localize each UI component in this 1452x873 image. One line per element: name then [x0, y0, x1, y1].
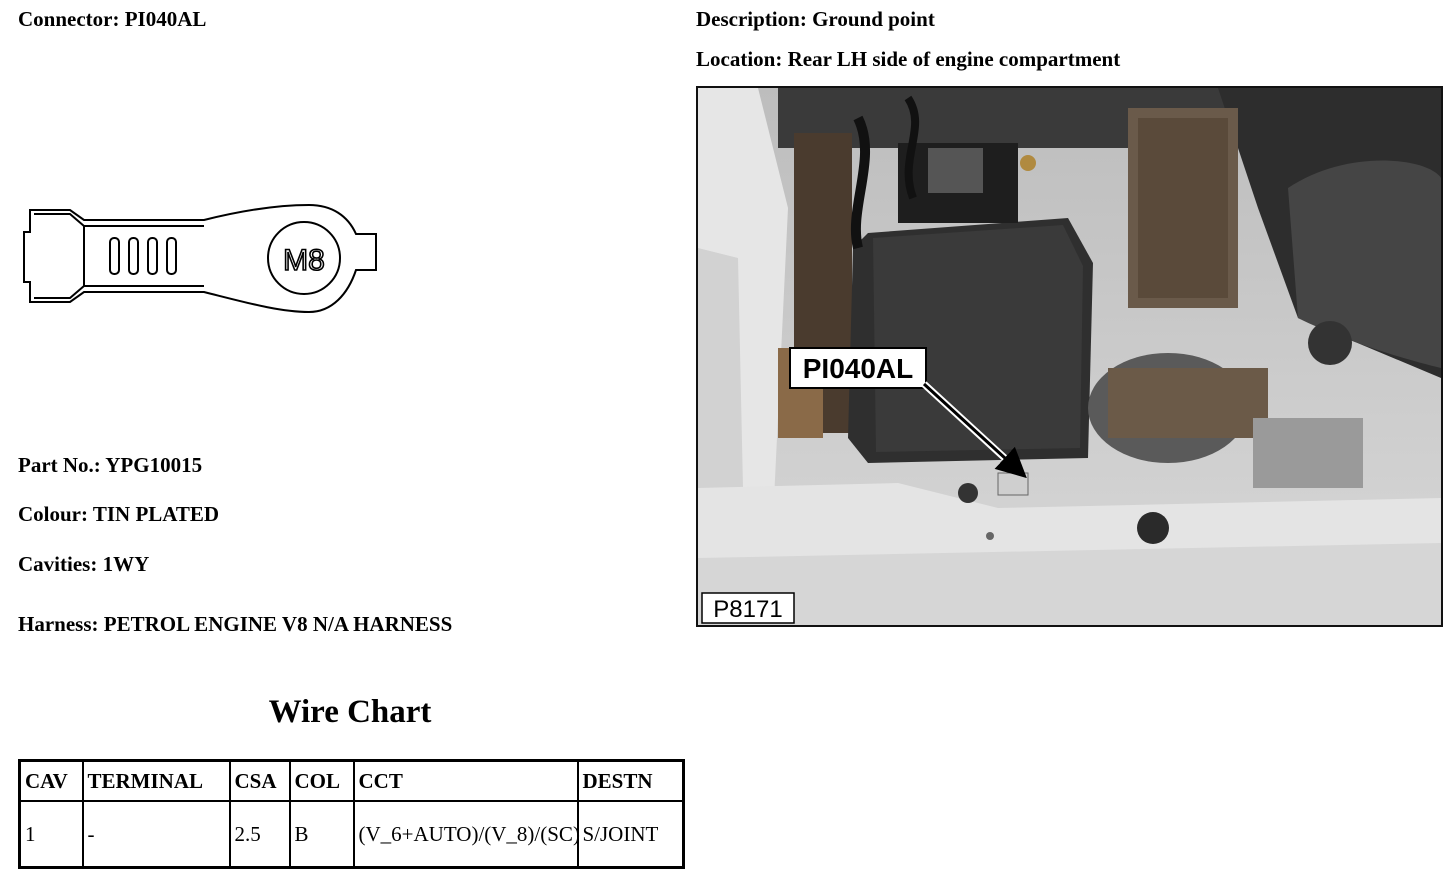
column-header-col: COL — [288, 759, 355, 802]
cell-cav: 1 — [18, 800, 84, 869]
harness-label: Harness: PETROL ENGINE V8 N/A HARNESS — [18, 612, 453, 636]
ring-terminal-diagram: M8 — [14, 200, 384, 325]
cell-terminal: - — [81, 800, 231, 869]
column-header-csa: CSA — [228, 759, 291, 802]
column-header-terminal: TERMINAL — [81, 759, 231, 802]
column-header-cct: CCT — [352, 759, 579, 802]
description-label: Description: Ground point — [696, 7, 935, 31]
wire-chart-table: CAV TERMINAL CSA COL CCT DESTN 1 - 2.5 B… — [18, 759, 685, 869]
cell-destn: S/JOINT — [576, 800, 685, 869]
terminal-slot — [109, 237, 120, 275]
terminal-outline — [23, 203, 377, 314]
location-photo: PI040AL P8171 — [696, 86, 1443, 627]
terminal-slot — [128, 237, 139, 275]
connector-label: Connector: PI040AL — [18, 7, 207, 31]
terminal-slot — [147, 237, 158, 275]
stud-size-label: M8 — [283, 244, 325, 277]
photo-ref-box — [701, 592, 795, 624]
photo-ref-label: P8171 — [713, 596, 782, 623]
cell-csa: 2.5 — [228, 800, 291, 869]
stud-ring — [267, 221, 341, 295]
location-label: Location: Rear LH side of engine compart… — [696, 47, 1121, 71]
table-header-row: CAV TERMINAL CSA COL CCT DESTN — [18, 759, 685, 802]
callout-arrow — [922, 382, 1027, 479]
callout-label: PI040AL — [803, 353, 914, 384]
part-number-label: Part No.: YPG10015 — [18, 453, 203, 477]
table-row: 1 - 2.5 B (V_6+AUTO)/(V_8)/(SC) S/JOINT — [18, 800, 685, 869]
cell-cct: (V_6+AUTO)/(V_8)/(SC) — [352, 800, 580, 869]
colour-label: Colour: TIN PLATED — [18, 502, 220, 526]
cavities-label: Cavities: 1WY — [18, 552, 150, 576]
callout-box — [789, 347, 927, 389]
column-header-cav: CAV — [18, 759, 84, 802]
cell-col: B — [288, 800, 355, 869]
column-header-destn: DESTN — [576, 759, 685, 802]
wire-chart-title: Wire Chart — [268, 694, 432, 730]
terminal-slot — [166, 237, 177, 275]
crimp-barrel — [34, 213, 204, 299]
